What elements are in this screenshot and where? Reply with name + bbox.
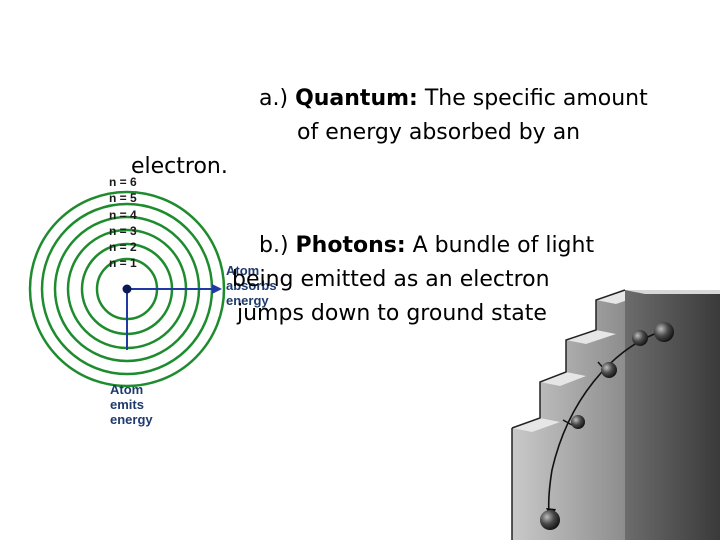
quantum-line-1: a.) Quantum: The specific amount bbox=[259, 88, 648, 110]
nucleus bbox=[122, 284, 132, 294]
quantum-line-2: of energy absorbed by an bbox=[297, 120, 581, 145]
level-label: n = 5 bbox=[109, 191, 137, 205]
photons-prefix: b.) bbox=[259, 233, 296, 258]
absorb-label: Atom absorbs energy bbox=[226, 263, 277, 308]
quantum-line-3: electron. bbox=[131, 154, 228, 179]
photons-definition: A bundle of light bbox=[405, 233, 595, 258]
stairs-side bbox=[625, 290, 720, 540]
emit-label: Atom emits energy bbox=[110, 382, 153, 427]
stair-edge bbox=[511, 289, 626, 429]
level-label: n = 1 bbox=[109, 256, 137, 270]
ball bbox=[601, 362, 617, 378]
ball bbox=[540, 510, 560, 530]
stair-tread bbox=[566, 330, 616, 344]
quantum-prefix: a.) bbox=[259, 86, 296, 111]
photons-line-2: being emitted as an electron bbox=[232, 267, 550, 292]
emit-label-line: energy bbox=[110, 412, 153, 427]
ball bbox=[654, 322, 674, 342]
photons-line-1: b.) Photons: A bundle of light bbox=[259, 235, 594, 257]
absorb-arrowhead bbox=[212, 284, 222, 294]
ball bbox=[632, 330, 648, 346]
stair-tread bbox=[512, 418, 560, 432]
level-label: n = 4 bbox=[109, 208, 137, 222]
absorb-label-line: energy bbox=[226, 293, 269, 308]
stairs-top bbox=[625, 290, 720, 294]
level-label: n = 6 bbox=[109, 175, 137, 189]
absorb-label-line: Atom bbox=[226, 263, 260, 278]
absorb-label-line: absorbs bbox=[226, 278, 277, 293]
level-label: n = 3 bbox=[109, 224, 137, 238]
ball bbox=[571, 415, 585, 429]
quantum-term: Quantum: bbox=[295, 86, 418, 111]
emit-label-line: Atom bbox=[110, 382, 144, 397]
level-label: n = 2 bbox=[109, 240, 137, 254]
emit-label-line: emits bbox=[110, 397, 144, 412]
photons-term: Photons: bbox=[295, 233, 406, 258]
stair-tread bbox=[540, 372, 586, 386]
fall-path bbox=[547, 332, 658, 521]
photons-line-3: jumps down to ground state bbox=[237, 301, 547, 326]
orbit-ring bbox=[28, 190, 226, 388]
stairs-front bbox=[512, 290, 625, 540]
quantum-definition: The specific amount bbox=[417, 86, 648, 111]
